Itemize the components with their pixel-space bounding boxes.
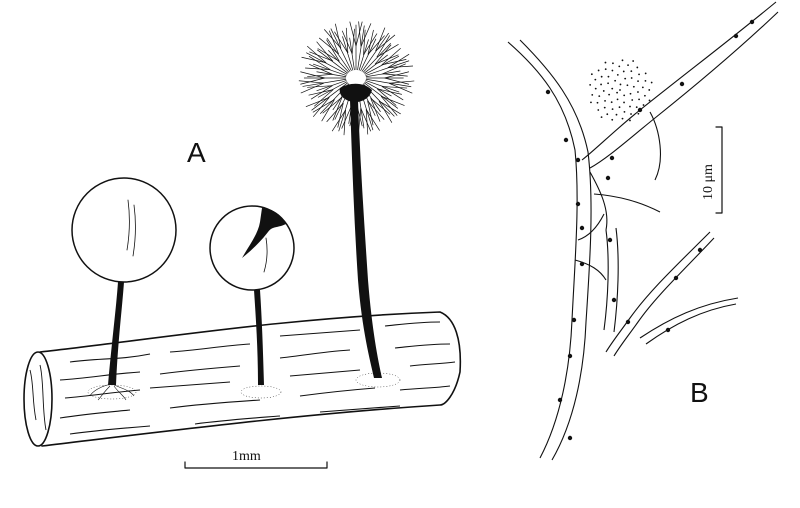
panel-a-label: A — [187, 137, 206, 168]
sporangium-middle — [209, 205, 295, 399]
sporangium-right-capillitium — [298, 21, 415, 388]
wood-log — [23, 311, 462, 447]
capillitium-threads — [507, 1, 779, 461]
scale-bar-a: 1mm — [184, 449, 328, 469]
thread-nodules — [545, 19, 755, 441]
scale-bar-b-label: 10 μm — [701, 164, 716, 200]
panel-a: A 1mm — [23, 21, 462, 469]
panel-b: 10 μm B — [507, 1, 779, 461]
sporangium-left — [71, 177, 177, 401]
scale-bar-a-label: 1mm — [232, 449, 261, 464]
spore-ornament — [589, 59, 653, 122]
panel-b-label: B — [690, 377, 709, 408]
scale-bar-b: 10 μm — [701, 126, 723, 214]
